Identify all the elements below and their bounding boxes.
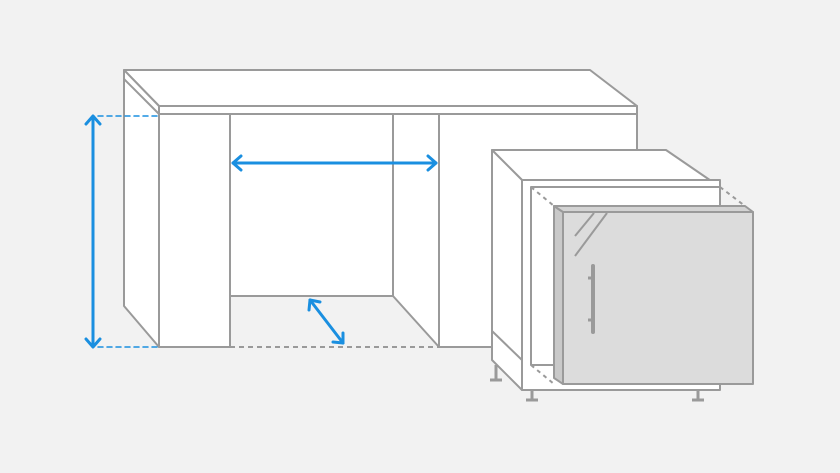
fridge-door-edge	[553, 205, 564, 385]
door-reflection	[574, 212, 595, 237]
cabinet-left-side	[123, 69, 160, 348]
fridge-plinth-edge	[491, 330, 523, 361]
depth-arrow-icon	[307, 298, 345, 345]
cabinet-niche-back	[229, 113, 394, 297]
cabinet-edge	[123, 78, 160, 115]
cabinet-top-strip	[158, 105, 638, 115]
fridge-side	[491, 149, 523, 391]
door-hinge-dashed	[530, 364, 555, 385]
door-reflection	[574, 212, 608, 257]
cabinet-left-panel	[158, 113, 231, 348]
door-hinge-dashed	[530, 186, 555, 207]
cabinet-top	[123, 69, 638, 107]
width-arrow-icon	[231, 154, 438, 172]
cabinet-niche-right-wall	[392, 113, 440, 348]
height-arrow-icon	[84, 114, 160, 349]
door-hinge-dashed	[719, 186, 746, 207]
built-in-fridge-icon	[490, 149, 754, 402]
